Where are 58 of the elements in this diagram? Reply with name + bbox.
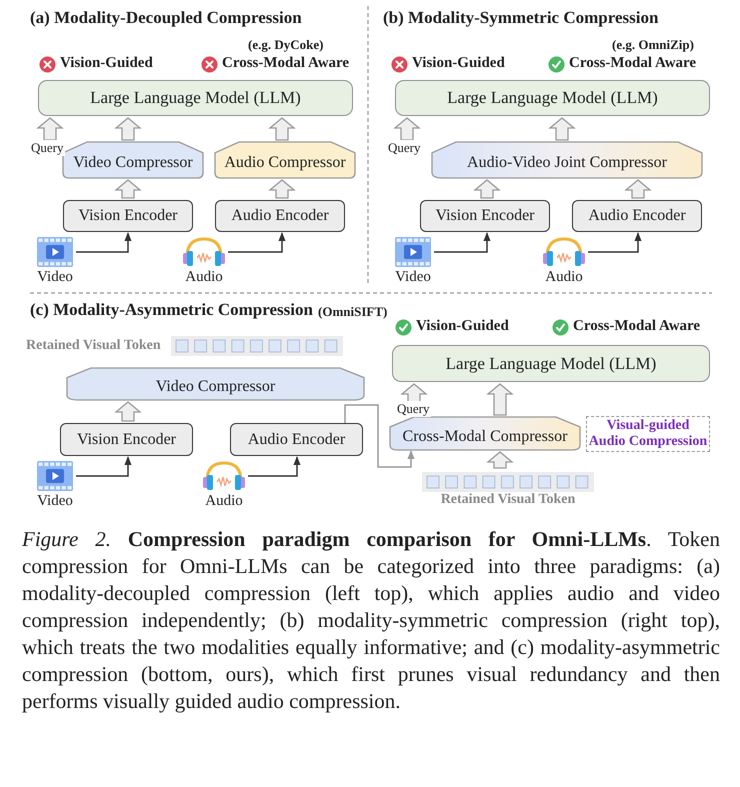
arrow	[76, 456, 132, 477]
icon-caption: Video	[37, 268, 73, 286]
panel-heading: (b) Modality-Symmetric Compression	[383, 8, 658, 28]
criterion-label: Vision-Guided	[416, 318, 509, 335]
figure-caption: Figure 2. Compression paradigm comparison for Omni-LLMs. Token compression for Omni-LLMs can be categorized into three paradigms: (a) modality-decoupled compression (left top), which applies audio and video compression independently; (b) modality-symmetric compression (right top), which treats the two modalities equally informative; and (c) modality-asymmetric compression (bottom, ours), which first prunes visual redundancy and then performs visually guided audio compression.	[22, 526, 720, 715]
encoder-box: Vision Encoder	[63, 200, 193, 232]
method-note: (e.g. DyCoke)	[248, 37, 324, 53]
arrow	[248, 456, 301, 477]
compressor-box: Cross-Modal Compressor	[390, 417, 580, 450]
note-box: Visual-guided Audio Compression	[586, 416, 710, 452]
block-arrow	[486, 451, 514, 469]
encoder-box: Audio Encoder	[572, 200, 702, 232]
block-arrow	[268, 117, 296, 141]
edge-label: Query	[30, 140, 64, 156]
model-box: Large Language Model (LLM)	[395, 80, 710, 116]
icon-caption: Audio	[205, 492, 243, 510]
arrow	[434, 232, 491, 253]
block-arrow	[473, 179, 501, 199]
encoder-box: Audio Encoder	[230, 423, 363, 456]
block-arrow	[114, 401, 142, 422]
edge-label: Query	[396, 401, 430, 417]
edge-label: Query	[387, 140, 422, 156]
arrow	[76, 232, 132, 253]
criterion-label: Cross-Modal Aware	[222, 55, 350, 72]
criterion-label: Cross-Modal Aware	[569, 55, 696, 72]
block-arrow	[624, 179, 652, 199]
block-arrow	[486, 383, 514, 416]
arrow	[228, 232, 286, 253]
method-note: (OmniSIFT)	[318, 304, 388, 320]
encoder-box: Vision Encoder	[60, 423, 193, 456]
token-caption: Retained Visual Token	[26, 338, 161, 354]
compressor-box: Video Compressor	[63, 142, 203, 178]
arrow	[588, 232, 642, 253]
arrow	[344, 404, 415, 468]
compressor-box: Audio-Video Joint Compressor	[432, 142, 702, 178]
model-box: Large Language Model (LLM)	[392, 345, 710, 382]
icon-caption: Video	[37, 492, 73, 510]
icon-caption: Audio	[545, 268, 583, 286]
model-box: Large Language Model (LLM)	[38, 80, 353, 116]
criterion-label: Vision-Guided	[60, 55, 153, 72]
icon-caption: Video	[395, 268, 431, 286]
block-arrow	[36, 117, 64, 141]
icon-caption: Audio	[185, 268, 223, 286]
encoder-box: Vision Encoder	[420, 200, 550, 232]
panel-heading: (a) Modality-Decoupled Compression	[30, 8, 302, 28]
method-note: (e.g. OmniZip)	[612, 37, 694, 53]
compressor-box: Video Compressor	[67, 368, 364, 400]
criterion-label: Vision-Guided	[412, 55, 505, 72]
block-arrow	[548, 117, 576, 141]
block-arrow	[114, 179, 142, 199]
criterion-label: Cross-Modal Aware	[573, 318, 700, 335]
block-arrow	[393, 117, 421, 141]
block-arrow	[114, 117, 142, 141]
panel-heading: (c) Modality-Asymmetric Compression	[30, 300, 313, 320]
block-arrow	[268, 179, 296, 199]
encoder-box: Audio Encoder	[215, 200, 345, 232]
token-caption: Retained Visual Token	[440, 492, 576, 508]
compressor-box: Audio Compressor	[215, 142, 355, 178]
